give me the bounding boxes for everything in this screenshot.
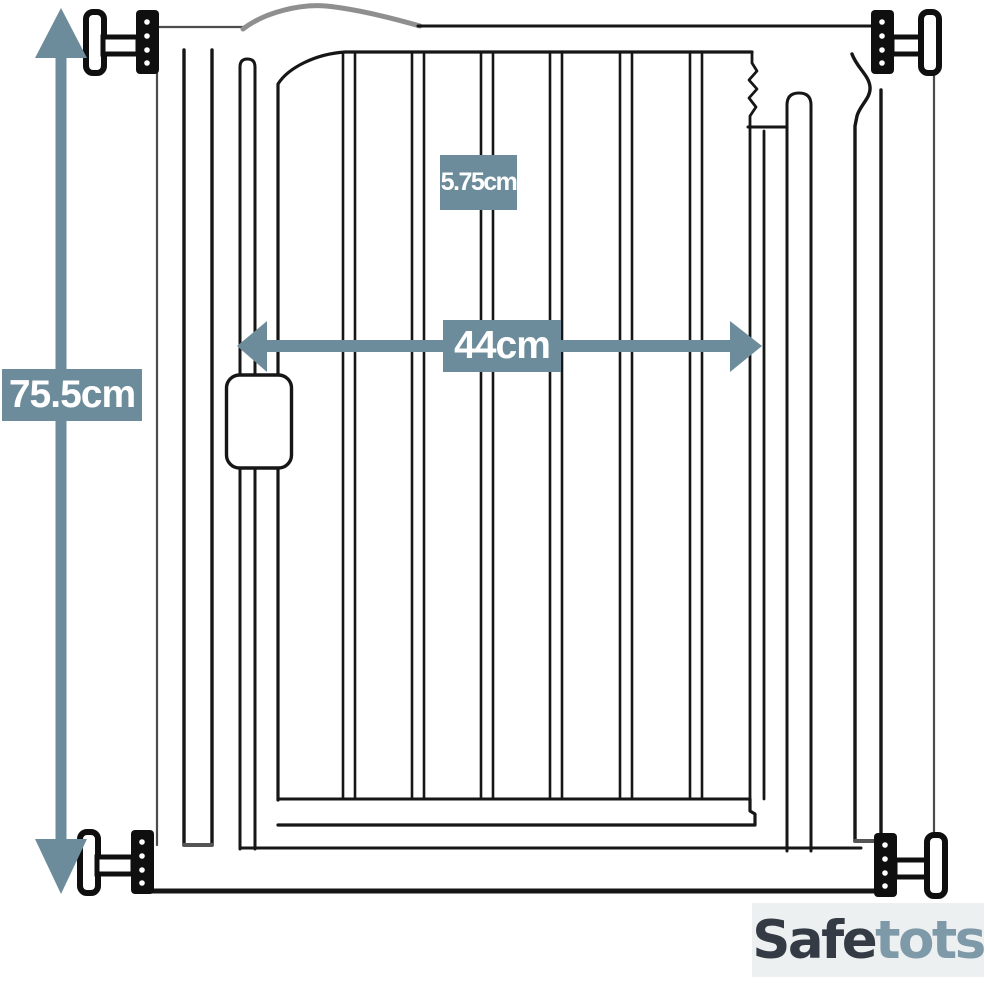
door-slats bbox=[341, 51, 704, 801]
fitting-plate bbox=[131, 830, 154, 894]
fitting-wall-disc bbox=[924, 832, 948, 899]
pressure-fitting-bottom-left bbox=[77, 829, 154, 896]
arrow-head-up-icon bbox=[35, 8, 87, 58]
frame-right-post-hook bbox=[850, 52, 872, 842]
hinge-housing bbox=[224, 373, 294, 470]
door-latch-stile bbox=[748, 124, 766, 801]
fitting-screw-holes bbox=[882, 842, 888, 889]
fitting-screw-shaft bbox=[100, 34, 141, 57]
pressure-fitting-top-right bbox=[871, 9, 942, 76]
fitting-screw-holes bbox=[879, 19, 885, 66]
door-handle-post bbox=[785, 91, 813, 853]
pressure-fitting-bottom-right bbox=[874, 832, 948, 899]
fitting-screw-holes bbox=[139, 839, 145, 886]
fitting-plate bbox=[874, 833, 897, 897]
fitting-wall-disc bbox=[918, 9, 942, 76]
fitting-plate bbox=[136, 10, 159, 74]
brand-logo-part1: Safe bbox=[752, 909, 877, 971]
door-latch-edge bbox=[747, 50, 759, 128]
gate-door bbox=[276, 50, 813, 853]
frame-top-hump bbox=[240, 3, 423, 32]
width-dimension-label: 44cm bbox=[443, 320, 561, 372]
fitting-screw-holes bbox=[144, 19, 150, 66]
hinge-post bbox=[238, 57, 257, 851]
fitting-screw-shaft bbox=[94, 854, 136, 877]
fitting-screw-shaft bbox=[892, 857, 932, 880]
arrow-head-down-icon bbox=[35, 839, 87, 894]
gate-frame bbox=[144, 3, 936, 894]
brand-logo-part2: tots bbox=[875, 909, 985, 971]
fitting-plate bbox=[871, 10, 894, 74]
arrow-head-left-icon bbox=[237, 321, 267, 372]
frame-left-post bbox=[182, 48, 214, 846]
arrow-head-right-icon bbox=[730, 321, 762, 372]
pressure-fitting-top-left bbox=[83, 9, 159, 76]
vertical-dimension-arrow bbox=[35, 8, 87, 894]
arrow-shaft bbox=[55, 55, 67, 840]
height-dimension-label: 75.5cm bbox=[2, 369, 142, 421]
gate-hinge-assembly bbox=[224, 57, 294, 851]
gap-dimension-label: 5.75cm bbox=[440, 155, 518, 210]
door-bottom-rail bbox=[276, 797, 757, 827]
